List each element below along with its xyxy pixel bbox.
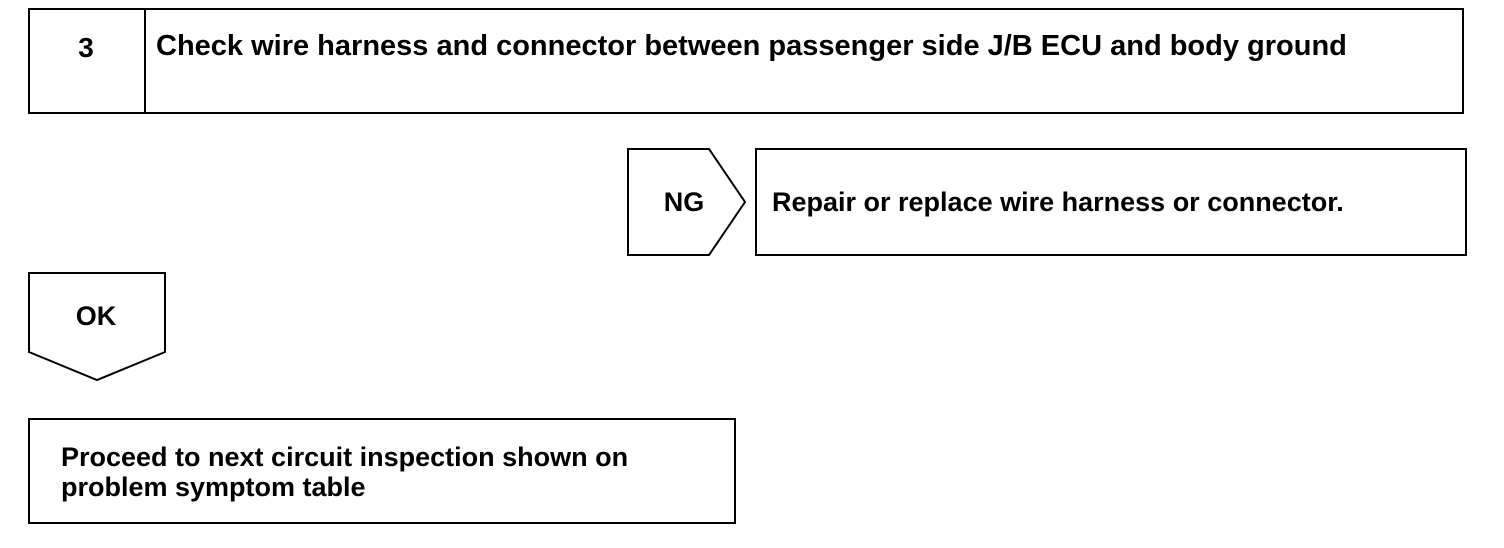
ok-result-text: Proceed to next circuit inspection shown… [61, 442, 629, 502]
step-title: Check wire harness and connector between… [156, 30, 1347, 62]
step-number: 3 [78, 32, 94, 63]
step-box [28, 8, 1464, 114]
ok-label: OK [75, 300, 117, 331]
ng-label: NG [663, 186, 705, 217]
step-divider [144, 8, 146, 114]
ok-arrow-shape [28, 272, 166, 382]
ng-arrow-shape [627, 148, 747, 256]
ng-result-text: Repair or replace wire harness or connec… [772, 186, 1344, 217]
ng-result-box [755, 148, 1467, 256]
ok-result-box [28, 418, 736, 524]
